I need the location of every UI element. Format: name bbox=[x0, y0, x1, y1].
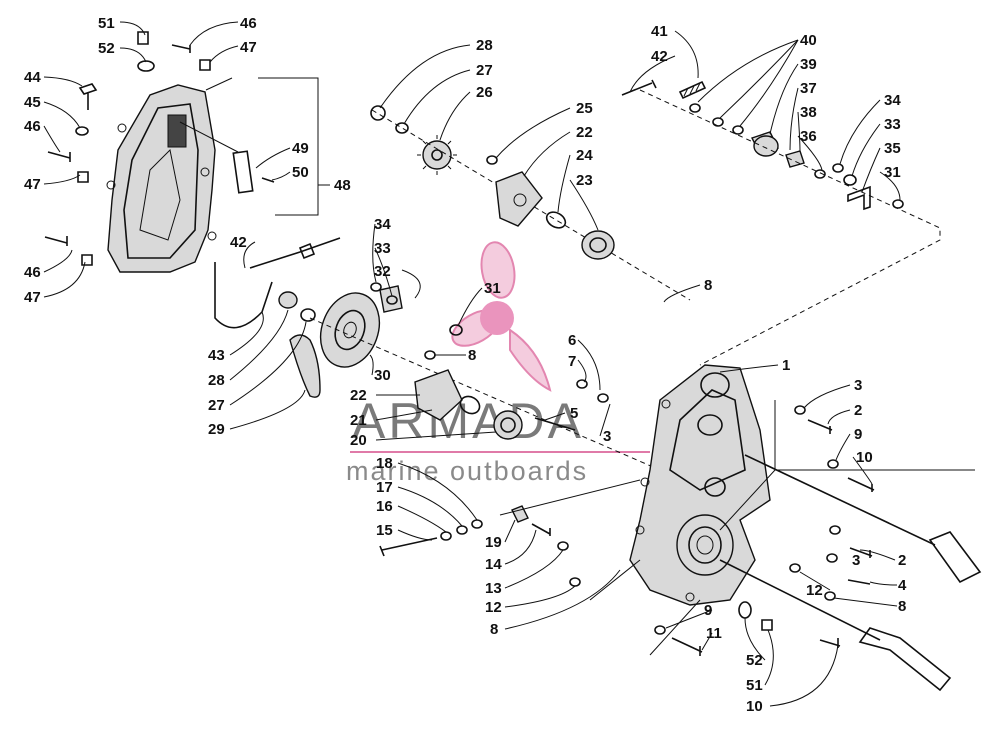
callout-label: 5 bbox=[570, 405, 578, 422]
callout-label: 31 bbox=[884, 164, 901, 181]
callout-label: 24 bbox=[576, 147, 593, 164]
callout-label: 9 bbox=[854, 426, 862, 443]
callout-label: 9 bbox=[704, 602, 712, 619]
callout-label: 21 bbox=[350, 412, 367, 429]
callout-label: 50 bbox=[292, 164, 309, 181]
callout-label: 39 bbox=[800, 56, 817, 73]
callout-label: 42 bbox=[230, 234, 247, 251]
callout-label: 22 bbox=[576, 124, 593, 141]
callout-label: 12 bbox=[806, 582, 823, 599]
callout-label: 47 bbox=[24, 176, 41, 193]
callout-label: 41 bbox=[651, 23, 668, 40]
callout-label: 17 bbox=[376, 479, 393, 496]
callout-label: 25 bbox=[576, 100, 593, 117]
tensioner-assembly bbox=[621, 79, 941, 366]
callout-label: 8 bbox=[898, 598, 906, 615]
armada-logo bbox=[451, 241, 552, 392]
callout-label: 28 bbox=[208, 372, 225, 389]
callout-label: 34 bbox=[884, 92, 901, 109]
callout-label: 10 bbox=[746, 698, 763, 715]
callout-labels: 51 52 46 47 44 45 46 47 46 47 49 50 48 2… bbox=[24, 15, 907, 715]
callout-label: 11 bbox=[706, 625, 722, 642]
callout-label: 46 bbox=[24, 118, 41, 135]
upper-sprocket-assembly bbox=[370, 105, 691, 301]
callout-label: 38 bbox=[800, 104, 817, 121]
callout-label: 33 bbox=[374, 240, 391, 257]
callout-label: 20 bbox=[350, 432, 367, 449]
callout-label: 28 bbox=[476, 37, 493, 54]
callout-label: 52 bbox=[98, 40, 115, 57]
callout-label: 44 bbox=[24, 69, 41, 86]
callout-label: 48 bbox=[334, 177, 351, 194]
callout-label: 34 bbox=[374, 216, 391, 233]
callout-label: 3 bbox=[603, 428, 611, 445]
callout-label: 51 bbox=[746, 677, 763, 694]
callout-label: 46 bbox=[240, 15, 257, 32]
callout-label: 42 bbox=[651, 48, 668, 65]
callout-label: 29 bbox=[208, 421, 225, 438]
right-shafts-and-bolts bbox=[589, 400, 982, 692]
callout-label: 52 bbox=[746, 652, 763, 669]
cover-hardware bbox=[44, 31, 275, 266]
callout-label: 51 bbox=[98, 15, 115, 32]
callout-label: 8 bbox=[490, 621, 498, 638]
callout-label: 22 bbox=[350, 387, 367, 404]
callout-label: 47 bbox=[24, 289, 41, 306]
callout-label: 36 bbox=[800, 128, 817, 145]
lower-bolt-stack bbox=[379, 479, 641, 587]
callout-label: 47 bbox=[240, 39, 257, 56]
callout-label: 26 bbox=[476, 84, 493, 101]
callout-label: 23 bbox=[576, 172, 593, 189]
callout-label: 6 bbox=[568, 332, 576, 349]
callout-label: 1 bbox=[782, 357, 790, 374]
callout-label: 16 bbox=[376, 498, 393, 515]
callout-label: 32 bbox=[374, 263, 391, 280]
watermark-title: ARMADA bbox=[352, 393, 584, 449]
callout-label: 2 bbox=[854, 402, 862, 419]
chain-and-sprocket bbox=[214, 237, 661, 471]
callout-label: 2 bbox=[898, 552, 906, 569]
chaincase-housing bbox=[629, 364, 771, 606]
leader-lines bbox=[43, 21, 901, 707]
callout-label: 46 bbox=[24, 264, 41, 281]
callout-label: 7 bbox=[568, 353, 576, 370]
callout-label: 19 bbox=[485, 534, 502, 551]
callout-label: 30 bbox=[374, 367, 391, 384]
callout-label: 18 bbox=[376, 455, 393, 472]
callout-label: 10 bbox=[856, 449, 873, 466]
callout-label: 8 bbox=[468, 347, 476, 364]
callout-label: 40 bbox=[800, 32, 817, 49]
bracket-48 bbox=[258, 77, 330, 216]
callout-label: 4 bbox=[898, 577, 907, 594]
callout-label: 43 bbox=[208, 347, 225, 364]
callout-label: 33 bbox=[884, 116, 901, 133]
callout-label: 14 bbox=[485, 556, 502, 573]
callout-label: 35 bbox=[884, 140, 901, 157]
callout-label: 31 bbox=[484, 280, 501, 297]
callout-label: 37 bbox=[800, 80, 817, 97]
callout-label: 15 bbox=[376, 522, 393, 539]
callout-label: 8 bbox=[704, 277, 712, 294]
callout-label: 27 bbox=[476, 62, 493, 79]
callout-label: 12 bbox=[485, 599, 502, 616]
watermark-subtitle: marine outboards bbox=[346, 456, 588, 486]
callout-label: 45 bbox=[24, 94, 41, 111]
chaincase-cover bbox=[106, 77, 239, 273]
callout-label: 3 bbox=[854, 377, 862, 394]
callout-label: 13 bbox=[485, 580, 502, 597]
callout-label: 49 bbox=[292, 140, 309, 157]
callout-label: 27 bbox=[208, 397, 225, 414]
callout-label: 3 bbox=[852, 552, 860, 569]
